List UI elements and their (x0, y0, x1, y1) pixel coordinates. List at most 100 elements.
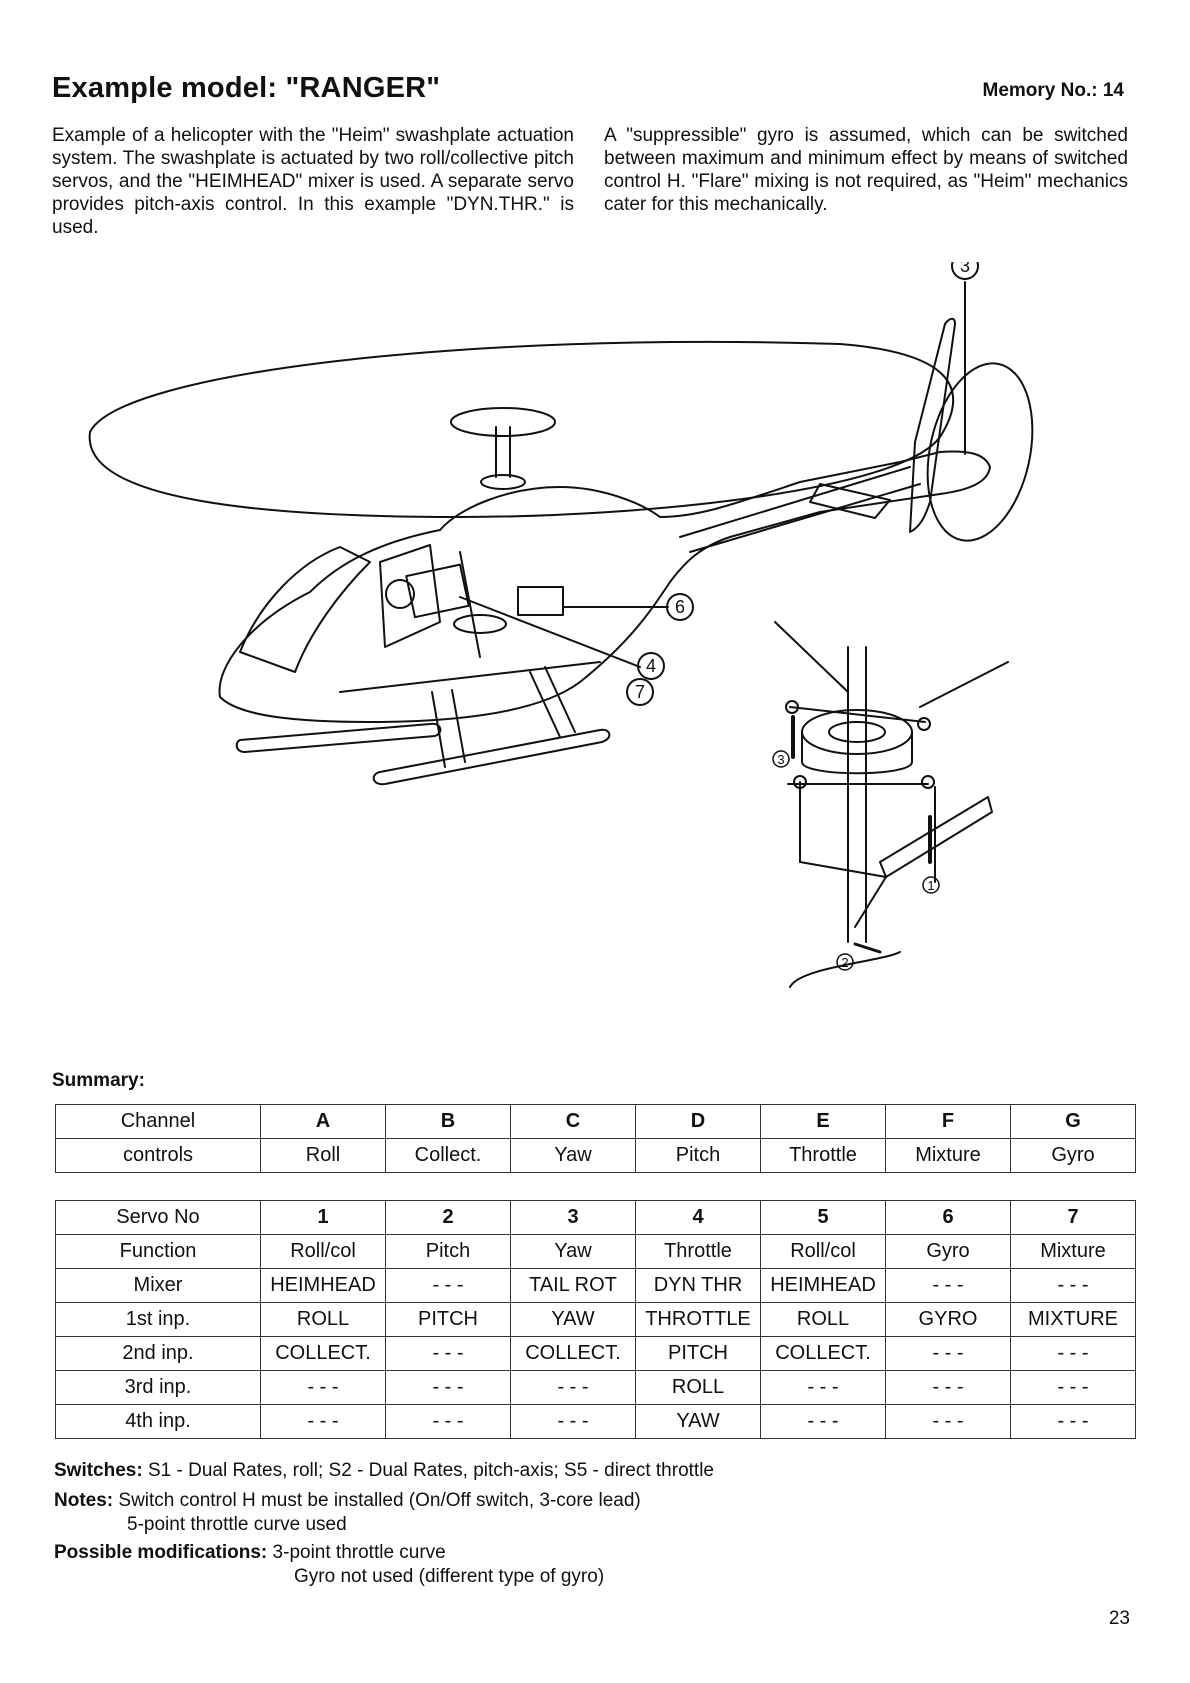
svg-text:4: 4 (646, 656, 656, 676)
page-title: Example model: "RANGER" (52, 72, 441, 104)
channel-table-row-header: Channel (55, 1104, 261, 1139)
servo-table-cell: ROLL (760, 1302, 886, 1337)
summary-heading: Summary: (52, 1070, 145, 1091)
svg-text:3: 3 (777, 752, 784, 767)
servo-table-cell: Throttle (635, 1234, 761, 1269)
channel-table-row-header: controls (55, 1138, 261, 1173)
switches-label: Switches: (54, 1460, 143, 1481)
servo-table-cell: 7 (1010, 1200, 1136, 1235)
intro-left-paragraph: Example of a helicopter with the "Heim" … (52, 125, 574, 238)
callout-7: 7 (626, 678, 654, 706)
servo-table-cell: MIXTURE (1010, 1302, 1136, 1337)
servo-table-cell: - - - (760, 1404, 886, 1439)
channel-table-cell: Pitch (635, 1138, 761, 1173)
channel-table-cell: Throttle (760, 1138, 886, 1173)
channel-table-cell: Yaw (510, 1138, 636, 1173)
notes-label: Notes: (54, 1490, 114, 1511)
modifications-label: Possible modifications: (54, 1542, 268, 1563)
callout-6: 6 (666, 593, 694, 621)
helicopter-illustration: 3 6 4 7 3 1 2 (88, 262, 1034, 988)
servo-table-row: 3rd inp.- - -- - -- - -ROLL- - -- - -- -… (55, 1370, 1136, 1405)
servo-table-cell: Pitch (385, 1234, 511, 1269)
page-number: 23 (1108, 1608, 1130, 1629)
callout-1-inset: 1 (922, 876, 940, 894)
servo-table-cell: 3 (510, 1200, 636, 1235)
servo-table-row-header: 2nd inp. (55, 1336, 261, 1371)
svg-text:3: 3 (960, 262, 970, 276)
servo-table-cell: - - - (1010, 1336, 1136, 1371)
callout-2-inset: 2 (836, 953, 854, 971)
servo-table-cell: Roll/col (760, 1234, 886, 1269)
channel-table-cell: C (510, 1104, 636, 1139)
servo-table-cell: - - - (885, 1370, 1011, 1405)
channel-table-cell: F (885, 1104, 1011, 1139)
servo-table-cell: 6 (885, 1200, 1011, 1235)
servo-table-cell: COLLECT. (260, 1336, 386, 1371)
servo-table-cell: DYN THR (635, 1268, 761, 1303)
intro-right-paragraph: A "suppressible" gyro is assumed, which … (604, 125, 1128, 215)
channel-table-cell: G (1010, 1104, 1136, 1139)
servo-table-cell: - - - (1010, 1404, 1136, 1439)
servo-table-cell: - - - (385, 1404, 511, 1439)
servo-table-cell: ROLL (260, 1302, 386, 1337)
channel-table-cell: A (260, 1104, 386, 1139)
channel-table-cell: E (760, 1104, 886, 1139)
svg-text:7: 7 (635, 682, 645, 702)
callout-3-top: 3 (951, 262, 979, 280)
servo-table-cell: PITCH (385, 1302, 511, 1337)
callout-4: 4 (637, 652, 665, 680)
servo-table-row: 4th inp.- - -- - -- - -YAW- - -- - -- - … (55, 1404, 1136, 1439)
notes-line-2: 5-point throttle curve used (127, 1514, 347, 1535)
servo-table-cell: - - - (385, 1336, 511, 1371)
servo-table-row-header: Servo No (55, 1200, 261, 1235)
switches-text: S1 - Dual Rates, roll; S2 - Dual Rates, … (147, 1460, 714, 1481)
servo-table-cell: Gyro (885, 1234, 1011, 1269)
gyro-block (517, 586, 564, 616)
servo-table-cell: - - - (885, 1336, 1011, 1371)
servo-table-cell: TAIL ROT (510, 1268, 636, 1303)
horizontal-stabilizer (809, 483, 891, 519)
servo-table-cell: - - - (1010, 1370, 1136, 1405)
rotor-hub-disc (450, 407, 556, 437)
channel-table-cell: Roll (260, 1138, 386, 1173)
channel-table-cell: D (635, 1104, 761, 1139)
servo-table-cell: 1 (260, 1200, 386, 1235)
servo-table-cell: ROLL (635, 1370, 761, 1405)
fuselage-outline (218, 450, 991, 723)
servo-table-cell: COLLECT. (760, 1336, 886, 1371)
notes-line: Notes: Switch control H must be installe… (54, 1488, 641, 1513)
servo-table-cell: Mixture (1010, 1234, 1136, 1269)
servo-table-cell: Yaw (510, 1234, 636, 1269)
servo-table-cell: - - - (510, 1404, 636, 1439)
servo-table-cell: HEIMHEAD (760, 1268, 886, 1303)
swashplate-inset (774, 621, 1009, 988)
servo-table-cell: - - - (385, 1370, 511, 1405)
servo-table-cell: 5 (760, 1200, 886, 1235)
servo-table-cell: 4 (635, 1200, 761, 1235)
modifications-line: Possible modifications: 3-point throttle… (54, 1540, 446, 1565)
servo-table-cell: - - - (760, 1370, 886, 1405)
servo-table-row-header: 1st inp. (55, 1302, 261, 1337)
servo-table-cell: - - - (885, 1404, 1011, 1439)
servo-table-cell: PITCH (635, 1336, 761, 1371)
svg-text:6: 6 (675, 597, 685, 617)
servo-table-row-header: 3rd inp. (55, 1370, 261, 1405)
memory-number: Memory No.: 14 (982, 80, 1124, 101)
channel-table-cell: Collect. (385, 1138, 511, 1173)
switches-line: Switches: S1 - Dual Rates, roll; S2 - Du… (54, 1458, 714, 1483)
servo-table-row-header: 4th inp. (55, 1404, 261, 1439)
servo-table-cell: - - - (510, 1370, 636, 1405)
modifications-line-2: Gyro not used (different type of gyro) (294, 1566, 605, 1587)
notes-line-1: Switch control H must be installed (On/O… (118, 1490, 641, 1511)
servo-table-cell: - - - (260, 1404, 386, 1439)
servo-table-cell: Roll/col (260, 1234, 386, 1269)
svg-text:1: 1 (927, 878, 934, 893)
